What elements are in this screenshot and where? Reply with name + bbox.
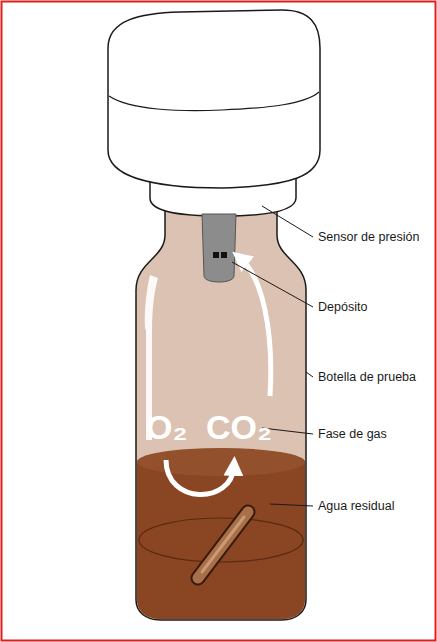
leader-lines [232, 206, 313, 506]
reservoir-opening [221, 252, 227, 258]
part-label: Depósito [318, 300, 367, 315]
gas-symbol: CO₂ [206, 408, 272, 446]
reservoir-opening [213, 252, 219, 258]
part-label: Agua residual [318, 499, 394, 514]
part-label: Botella de prueba [318, 370, 416, 385]
part-label: Sensor de presión [318, 230, 419, 245]
part-label: Fase de gas [318, 427, 387, 442]
gas-symbol: O₂ [146, 408, 188, 446]
cycle-arrow [240, 258, 271, 396]
reservoir [202, 214, 236, 282]
pressure-sensor [108, 10, 320, 188]
stirring-bar [198, 512, 248, 578]
cycle-arrow [166, 460, 234, 495]
liquid-surface [137, 448, 305, 476]
sensor-edge [109, 92, 319, 111]
test-bottle [136, 205, 306, 620]
